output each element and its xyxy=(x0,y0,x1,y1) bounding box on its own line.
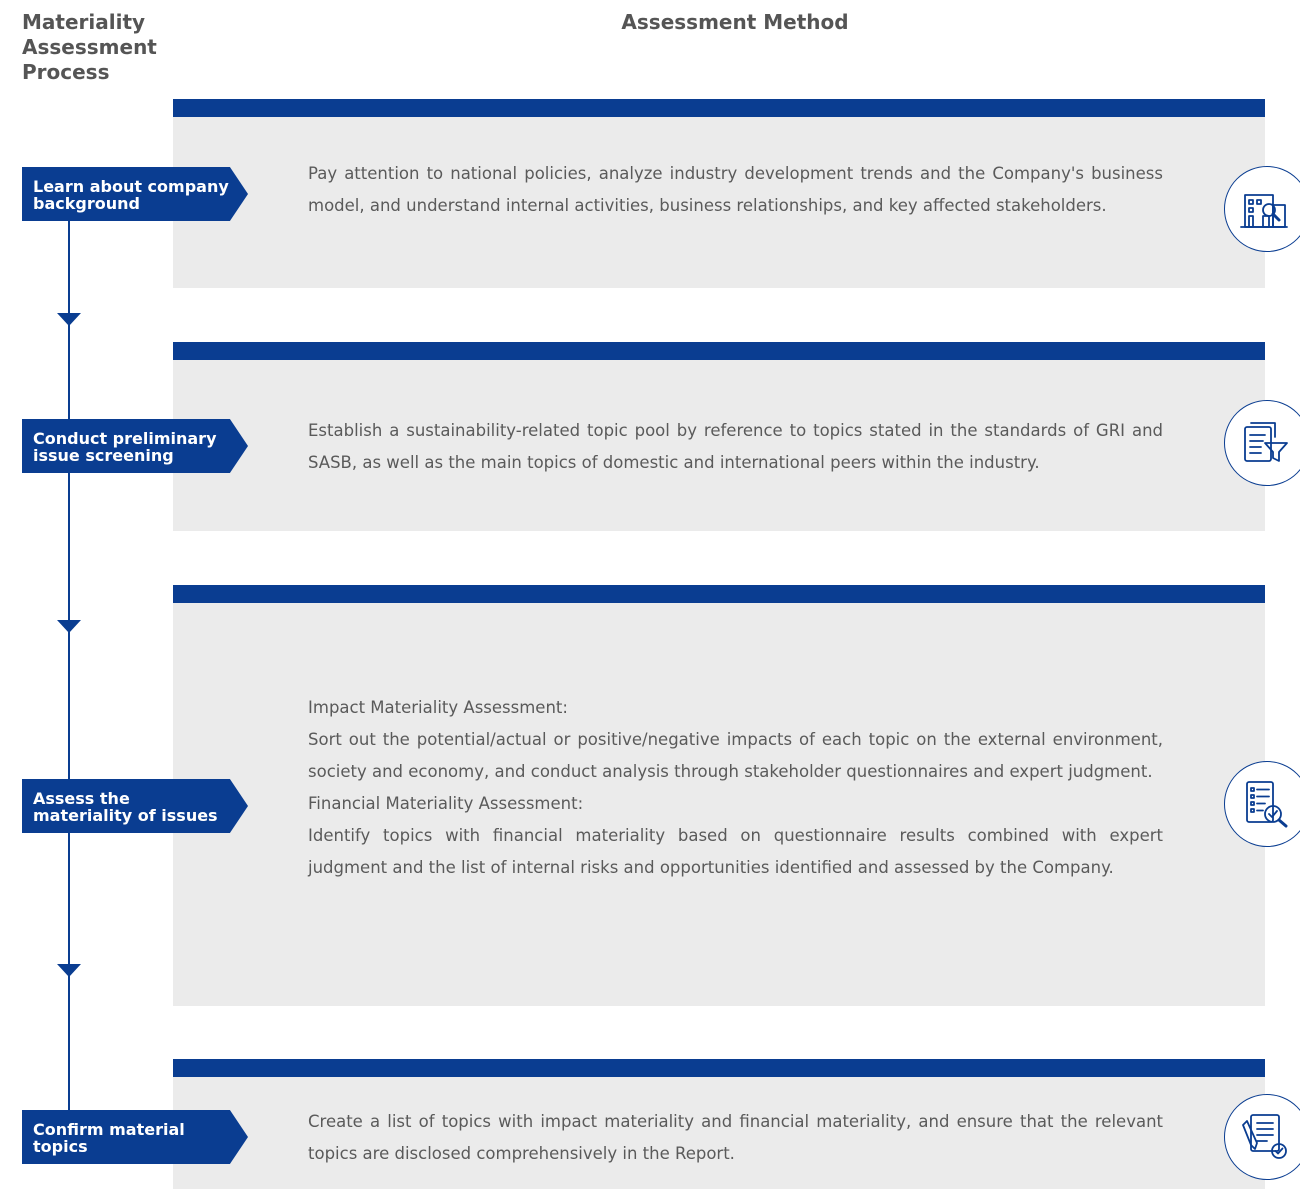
card-header-bar xyxy=(173,99,1265,117)
timeline-line xyxy=(68,190,70,1140)
method-paragraph: Establish a sustainability-related topic… xyxy=(308,421,1163,472)
method-card-1: Pay attention to national policies, anal… xyxy=(173,99,1265,288)
method-description: Create a list of topics with impact mate… xyxy=(308,1106,1163,1170)
step-label-4: Confirm material topics xyxy=(22,1110,248,1164)
method-card-2: Establish a sustainability-related topic… xyxy=(173,342,1265,531)
step-label-2: Conduct preliminary issue screening xyxy=(22,419,248,473)
method-description: Pay attention to national policies, anal… xyxy=(308,158,1163,222)
method-column-title: Assessment Method xyxy=(621,10,849,34)
document-filter-icon xyxy=(1224,400,1300,486)
method-card-4: Create a list of topics with impact mate… xyxy=(173,1059,1265,1189)
method-paragraph: Financial Materiality Assessment: xyxy=(308,794,584,813)
process-column-title: Materiality Assessment Process xyxy=(22,10,157,84)
method-paragraph: Impact Materiality Assessment: xyxy=(308,698,568,717)
method-description: Impact Materiality Assessment: Sort out … xyxy=(308,692,1163,884)
card-header-bar xyxy=(173,585,1265,603)
card-header-bar xyxy=(173,342,1265,360)
method-paragraph: Pay attention to national policies, anal… xyxy=(308,164,1163,215)
method-paragraph: Identify topics with financial materiali… xyxy=(308,826,1163,877)
card-header-bar xyxy=(173,1059,1265,1077)
company-building-search-icon xyxy=(1224,166,1300,252)
step-label-3: Assess the materiality of issues xyxy=(22,779,248,833)
arrow-down-icon xyxy=(57,313,81,326)
method-description: Establish a sustainability-related topic… xyxy=(308,415,1163,479)
method-card-3: Impact Materiality Assessment: Sort out … xyxy=(173,585,1265,1006)
document-pen-check-icon xyxy=(1224,1094,1300,1180)
report-check-magnifier-icon xyxy=(1224,761,1300,847)
method-paragraph: Sort out the potential/actual or positiv… xyxy=(308,730,1163,781)
arrow-down-icon xyxy=(57,620,81,633)
step-label-1: Learn about company background xyxy=(22,167,248,221)
method-paragraph: Create a list of topics with impact mate… xyxy=(308,1112,1163,1163)
arrow-down-icon xyxy=(57,964,81,977)
